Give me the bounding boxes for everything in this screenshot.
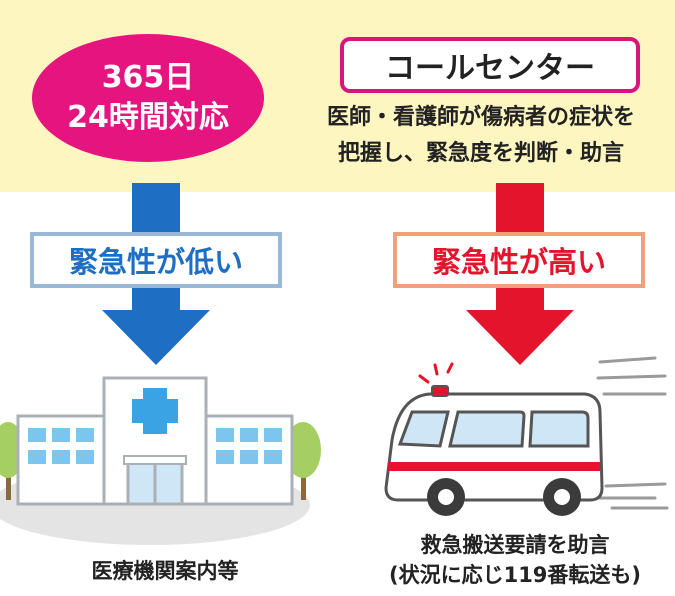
call-center-description: 医師・看護師が傷病者の症状を 把握し、緊急度を判断・助言 xyxy=(296,100,666,172)
arrow-down-icon xyxy=(102,183,210,365)
ambulance-icon xyxy=(384,356,669,516)
high-urgency-label: 緊急性が高い xyxy=(393,232,645,288)
availability-badge: 365日 24時間対応 xyxy=(32,34,264,162)
call-center-desc-line-1: 医師・看護師が傷病者の症状を xyxy=(326,105,635,130)
ambulance-caption-line-1: 救急搬送要請を助言 xyxy=(420,533,610,557)
hospital-icon xyxy=(0,376,321,545)
low-urgency-label: 緊急性が低い xyxy=(30,232,282,288)
high-urgency-text: 緊急性が高い xyxy=(431,245,606,279)
ambulance-caption: 救急搬送要請を助言 (状況に応じ119番転送も) xyxy=(350,530,675,590)
arrow-down-icon xyxy=(466,183,574,365)
badge-line-2: 24時間対応 xyxy=(67,100,229,135)
call-center-desc-line-2: 把握し、緊急度を判断・助言 xyxy=(337,141,624,166)
badge-line-1: 365日 xyxy=(101,60,195,95)
call-center-title-box: コールセンター xyxy=(340,37,640,93)
tree-icon xyxy=(285,422,321,500)
call-center-title: コールセンター xyxy=(385,51,595,86)
low-urgency-text: 緊急性が低い xyxy=(68,245,243,279)
hospital-caption: 医療機関案内等 xyxy=(40,556,290,586)
hospital-caption-text: 医療機関案内等 xyxy=(91,559,239,583)
ambulance-caption-line-2: (状況に応じ119番転送も) xyxy=(388,563,642,587)
